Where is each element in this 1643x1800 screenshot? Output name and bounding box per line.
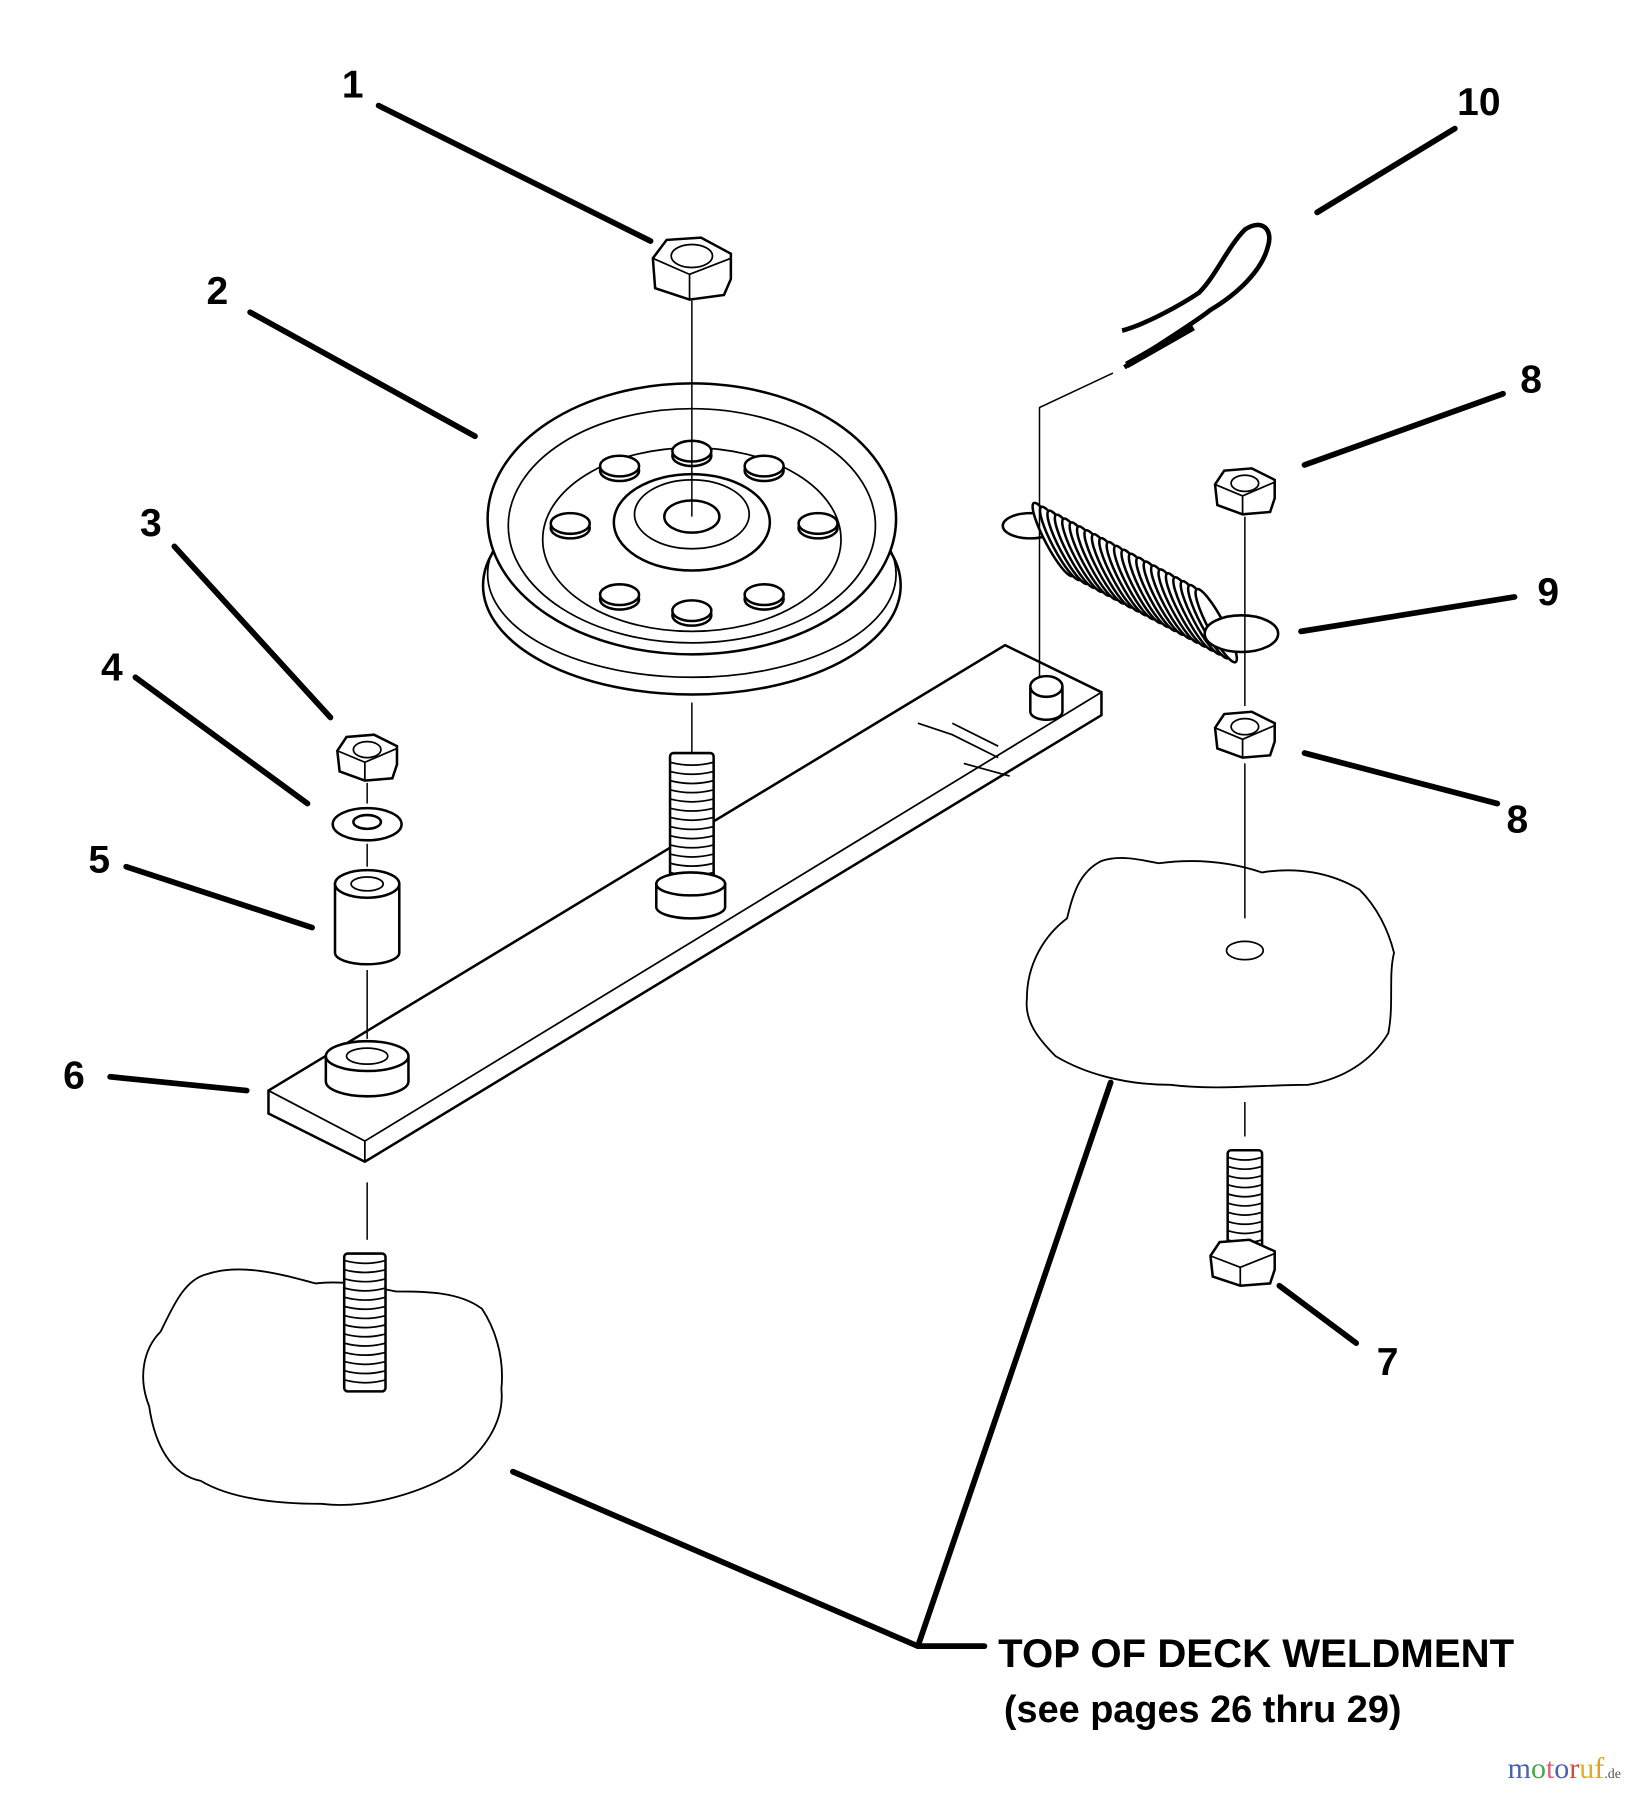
watermark-letter: f — [1594, 1752, 1605, 1785]
thread-line — [343, 1305, 386, 1311]
pulley-lug — [598, 583, 641, 607]
thread-line — [1227, 1174, 1263, 1180]
callout-numbers: 1 2 3 4 5 6 7 8 8 9 10 — [63, 64, 1559, 1385]
thread-line — [343, 1333, 386, 1338]
thread-line — [343, 1351, 386, 1357]
hair-pin-clip — [1121, 222, 1272, 370]
callout-8-upper: 8 — [1520, 359, 1542, 402]
thread-line — [669, 825, 714, 831]
pulley-bolt — [655, 702, 727, 920]
callout-5: 5 — [88, 838, 110, 881]
thread-line — [1227, 1165, 1263, 1171]
hex-nut-1 — [651, 236, 733, 301]
deck-patch-right — [1025, 857, 1395, 1089]
hex-nut-8-lower — [1213, 710, 1276, 759]
thread-line — [343, 1323, 386, 1329]
thread-line — [669, 862, 714, 867]
thread-line — [343, 1342, 386, 1347]
pulley-lug — [743, 583, 785, 607]
callout-7: 7 — [1377, 1341, 1399, 1384]
deck-patch-left — [142, 1268, 503, 1506]
extension-spring — [1001, 501, 1280, 664]
thread-line — [343, 1314, 386, 1320]
deck-weldment-note-title: TOP OF DECK WELDMENT — [998, 1631, 1514, 1676]
thread-line — [1227, 1211, 1263, 1216]
hex-bolt-7 — [1209, 1148, 1276, 1287]
watermark-letter: o — [1554, 1752, 1570, 1785]
clip-axis — [1038, 372, 1114, 678]
thread-line — [669, 816, 714, 822]
thread-line — [343, 1379, 386, 1384]
thread-line — [669, 807, 714, 812]
thread-line — [343, 1268, 386, 1274]
callout-10: 10 — [1457, 81, 1500, 124]
watermark-letter: m — [1507, 1752, 1531, 1785]
deck-hole — [1225, 940, 1265, 961]
thread-line — [1227, 1183, 1263, 1189]
thread-line — [669, 761, 714, 766]
callout-6: 6 — [63, 1054, 85, 1097]
thread-line — [669, 834, 714, 840]
callout-3: 3 — [140, 502, 162, 545]
watermark-letter: r — [1569, 1752, 1580, 1785]
pulley-lug — [549, 511, 591, 536]
spacer-5 — [333, 868, 401, 966]
thread-line — [1227, 1193, 1263, 1198]
thread-line — [343, 1259, 386, 1265]
leader-lines — [107, 102, 1518, 1650]
watermark-letter: t — [1545, 1752, 1555, 1785]
thread-line — [669, 798, 714, 803]
thread-line — [1227, 1202, 1263, 1207]
callout-4: 4 — [101, 647, 123, 690]
thread-line — [1227, 1220, 1263, 1226]
thread-line — [1227, 1156, 1263, 1161]
callout-2: 2 — [207, 270, 229, 313]
washer-4 — [331, 806, 403, 842]
thread-line — [669, 779, 714, 785]
watermark-letter: o — [1530, 1752, 1546, 1785]
deck-weldment-note-subtitle: (see pages 26 thru 29) — [1004, 1689, 1402, 1731]
watermark-letter: u — [1579, 1752, 1595, 1785]
thread-line — [343, 1360, 386, 1366]
callout-8-lower: 8 — [1506, 798, 1528, 841]
watermark-tld: .de — [1604, 1767, 1621, 1782]
thread-line — [343, 1369, 386, 1375]
thread-line — [343, 1287, 386, 1292]
callout-1: 1 — [342, 64, 364, 107]
thread-line — [669, 844, 714, 849]
watermark-logo: motoruf.de — [1508, 1752, 1621, 1786]
hex-nut-3 — [336, 733, 399, 782]
thread-line — [669, 853, 714, 858]
stud-lower-left — [342, 1252, 387, 1393]
thread-line — [1227, 1229, 1263, 1235]
pulley-lug — [598, 454, 641, 478]
idler-pulley — [481, 382, 902, 696]
pulley-lug — [671, 599, 713, 623]
callout-9: 9 — [1537, 571, 1559, 614]
thread-line — [669, 788, 714, 794]
pulley-lug — [743, 454, 785, 478]
pulley-lug — [797, 511, 839, 536]
hex-nut-8-upper — [1213, 467, 1276, 516]
thread-line — [343, 1296, 386, 1301]
thread-line — [343, 1277, 386, 1283]
thread-line — [669, 770, 714, 776]
